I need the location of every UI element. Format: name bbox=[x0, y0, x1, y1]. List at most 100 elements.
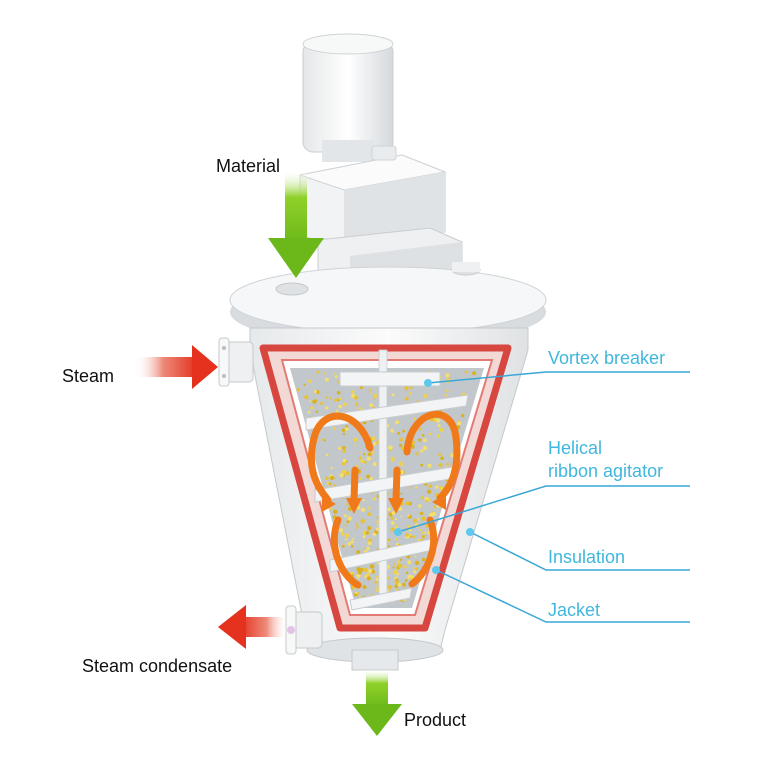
powder-particle bbox=[444, 393, 448, 397]
powder-particle bbox=[376, 575, 379, 578]
powder-particle bbox=[387, 538, 391, 542]
powder-particle bbox=[371, 451, 375, 455]
powder-particle bbox=[419, 511, 424, 516]
powder-particle bbox=[366, 576, 371, 581]
powder-particle bbox=[401, 464, 404, 467]
powder-particle bbox=[342, 449, 346, 453]
powder-particle bbox=[362, 535, 366, 539]
powder-particle bbox=[446, 462, 450, 466]
vortex-breaker bbox=[339, 371, 441, 387]
powder-particle bbox=[342, 458, 347, 463]
powder-particle bbox=[356, 525, 359, 528]
powder-particle bbox=[402, 429, 406, 433]
powder-particle bbox=[333, 509, 338, 514]
powder-particle bbox=[325, 396, 329, 399]
powder-particle bbox=[409, 486, 412, 489]
powder-particle bbox=[422, 445, 428, 451]
circulation-arrows bbox=[307, 410, 461, 589]
powder-particle bbox=[330, 466, 333, 470]
powder-particle bbox=[363, 567, 368, 572]
powder-particle bbox=[387, 576, 390, 579]
powder-particle bbox=[352, 537, 355, 541]
product-arrow-icon bbox=[352, 670, 402, 736]
powder-particle bbox=[376, 516, 379, 519]
steam-arrow-icon bbox=[135, 345, 218, 389]
powder-particle bbox=[394, 538, 398, 541]
powder-particle bbox=[405, 555, 408, 558]
powder-particle bbox=[374, 589, 377, 592]
powder-particle bbox=[329, 475, 335, 481]
powder-particle bbox=[391, 511, 396, 515]
powder-particle bbox=[397, 431, 401, 435]
powder-particle bbox=[344, 524, 347, 527]
powder-particle bbox=[329, 507, 333, 511]
powder-particle bbox=[436, 434, 441, 438]
powder-particle bbox=[303, 383, 306, 386]
powder-particle bbox=[440, 456, 444, 461]
powder-particle bbox=[407, 560, 412, 565]
label-jacket: Jacket bbox=[548, 600, 601, 620]
label-material: Material bbox=[216, 156, 281, 176]
circulation-arrowheads bbox=[322, 494, 446, 514]
powder-particle bbox=[341, 428, 346, 432]
powder-particle bbox=[420, 496, 424, 500]
powder-particle bbox=[323, 439, 326, 442]
powder-particle bbox=[404, 396, 409, 401]
powder-particle bbox=[320, 401, 324, 405]
powder-particle bbox=[450, 453, 455, 458]
powder-particle bbox=[404, 579, 408, 582]
powder-particle bbox=[350, 389, 355, 394]
powder-particle bbox=[371, 436, 376, 441]
powder-particle bbox=[354, 527, 357, 530]
powder-particle bbox=[390, 527, 395, 532]
label-steam: Steam bbox=[62, 366, 115, 386]
powder-particle bbox=[438, 453, 442, 457]
powder-particle bbox=[314, 390, 317, 394]
callout-lines bbox=[397, 371, 690, 623]
powder-particle bbox=[435, 418, 441, 423]
powder-particle bbox=[414, 555, 417, 558]
powder-particle bbox=[423, 393, 428, 398]
powder-particle bbox=[355, 591, 358, 594]
powder-particle bbox=[362, 533, 367, 537]
powder-particle bbox=[366, 546, 370, 551]
powder-particle bbox=[405, 533, 409, 537]
powder-particle bbox=[464, 370, 468, 374]
powder-particle bbox=[328, 397, 332, 400]
powder-particle bbox=[374, 580, 378, 584]
powder-particle bbox=[405, 571, 409, 574]
powder-particle bbox=[424, 496, 429, 502]
powder-particle bbox=[439, 427, 444, 432]
label-ribbon-agitator: ribbon agitator bbox=[548, 461, 664, 481]
powder-particle bbox=[413, 417, 416, 421]
powder-particle bbox=[339, 528, 343, 533]
motor bbox=[302, 33, 394, 162]
powder-particle bbox=[418, 504, 422, 508]
powder-particle bbox=[394, 584, 399, 588]
powder-particle bbox=[405, 501, 410, 506]
powder-particle bbox=[332, 373, 335, 376]
powder-particle bbox=[342, 445, 346, 450]
powder-particle bbox=[415, 567, 419, 571]
powder-particle bbox=[395, 588, 398, 591]
powder-particle bbox=[309, 400, 311, 402]
powder-particle bbox=[393, 563, 396, 566]
powder-particle bbox=[355, 403, 359, 407]
powder-particle bbox=[360, 507, 366, 513]
powder-particle bbox=[341, 544, 345, 548]
powder-particle bbox=[337, 446, 342, 450]
powder-particle bbox=[334, 398, 338, 402]
powder-particle bbox=[351, 574, 354, 577]
powder-particle bbox=[355, 402, 358, 404]
powder-particle bbox=[340, 532, 345, 536]
powder-particle bbox=[316, 370, 320, 374]
powder-particle bbox=[437, 424, 441, 428]
powder-particle bbox=[369, 477, 373, 481]
powder-particle bbox=[414, 560, 420, 566]
powder-particle bbox=[391, 459, 395, 462]
powder-particle bbox=[412, 567, 416, 570]
powder-particle bbox=[312, 399, 317, 404]
powder-particle bbox=[360, 466, 363, 469]
powder-particle bbox=[357, 592, 360, 595]
powder-particle bbox=[421, 531, 425, 535]
